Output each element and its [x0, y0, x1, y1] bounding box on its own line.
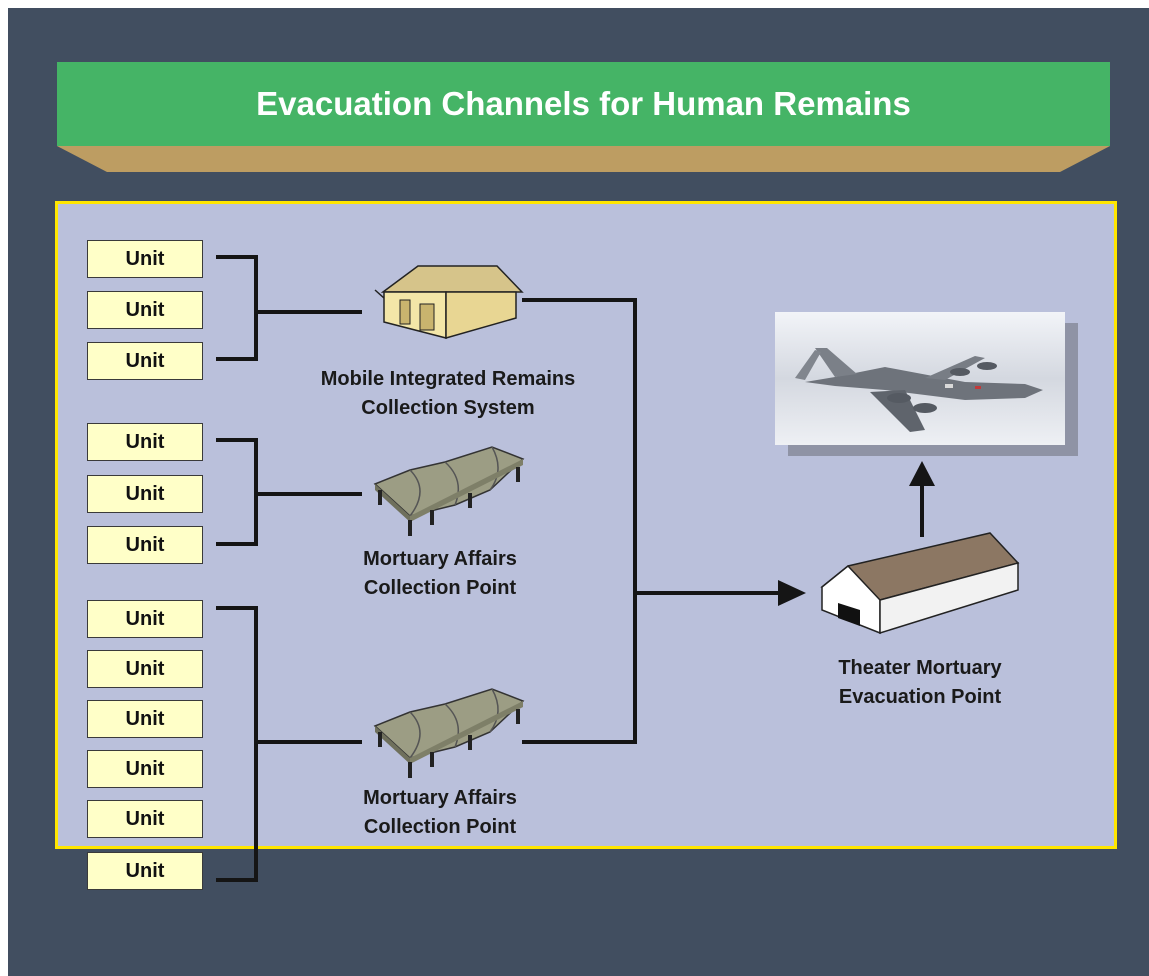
- unit-box: Unit: [87, 852, 203, 890]
- macp-label-2: Mortuary Affairs Collection Point: [300, 784, 580, 842]
- title-banner-bevel: [57, 146, 1110, 172]
- macp-label-1-line1: Mortuary Affairs: [363, 548, 517, 570]
- unit-box: Unit: [87, 750, 203, 788]
- unit-box: Unit: [87, 423, 203, 461]
- collector-line: [522, 298, 637, 744]
- bracket-group-1: [216, 255, 258, 361]
- unit-box: Unit: [87, 342, 203, 380]
- unit-box: Unit: [87, 475, 203, 513]
- unit-box: Unit: [87, 526, 203, 564]
- warehouse-icon: [820, 532, 1020, 635]
- bracket-group-3: [216, 606, 258, 882]
- unit-box: Unit: [87, 240, 203, 278]
- macp-label-2-line2: Collection Point: [363, 816, 517, 838]
- tmep-label-line1: Theater Mortuary: [838, 657, 1002, 679]
- unit-box: Unit: [87, 600, 203, 638]
- macp-label-2-line1: Mortuary Affairs: [363, 787, 517, 809]
- macp-label-1-line2: Collection Point: [363, 577, 517, 599]
- diagram-title: Evacuation Channels for Human Remains: [256, 85, 911, 122]
- bracket-group-2: [216, 438, 258, 546]
- arrow-to-aircraft: [909, 461, 935, 486]
- tmep-label-line2: Evacuation Point: [838, 686, 1002, 708]
- mircs-label-line1: Mobile Integrated Remains: [320, 368, 576, 390]
- tmep-label: Theater Mortuary Evacuation Point: [780, 654, 1060, 712]
- mircs-label: Mobile Integrated Remains Collection Sys…: [258, 365, 638, 423]
- mircs-label-line2: Collection System: [361, 397, 535, 419]
- unit-box: Unit: [87, 800, 203, 838]
- cargo-aircraft-photo: [775, 312, 1065, 445]
- title-banner: [57, 62, 1110, 146]
- canopy-tent-icon: [373, 446, 525, 536]
- macp-label-1: Mortuary Affairs Collection Point: [300, 545, 580, 603]
- arrow-to-tmep: [778, 580, 806, 606]
- canopy-tent-icon: [373, 688, 525, 778]
- unit-box: Unit: [87, 650, 203, 688]
- unit-box: Unit: [87, 700, 203, 738]
- building-icon: [374, 265, 524, 339]
- unit-box: Unit: [87, 291, 203, 329]
